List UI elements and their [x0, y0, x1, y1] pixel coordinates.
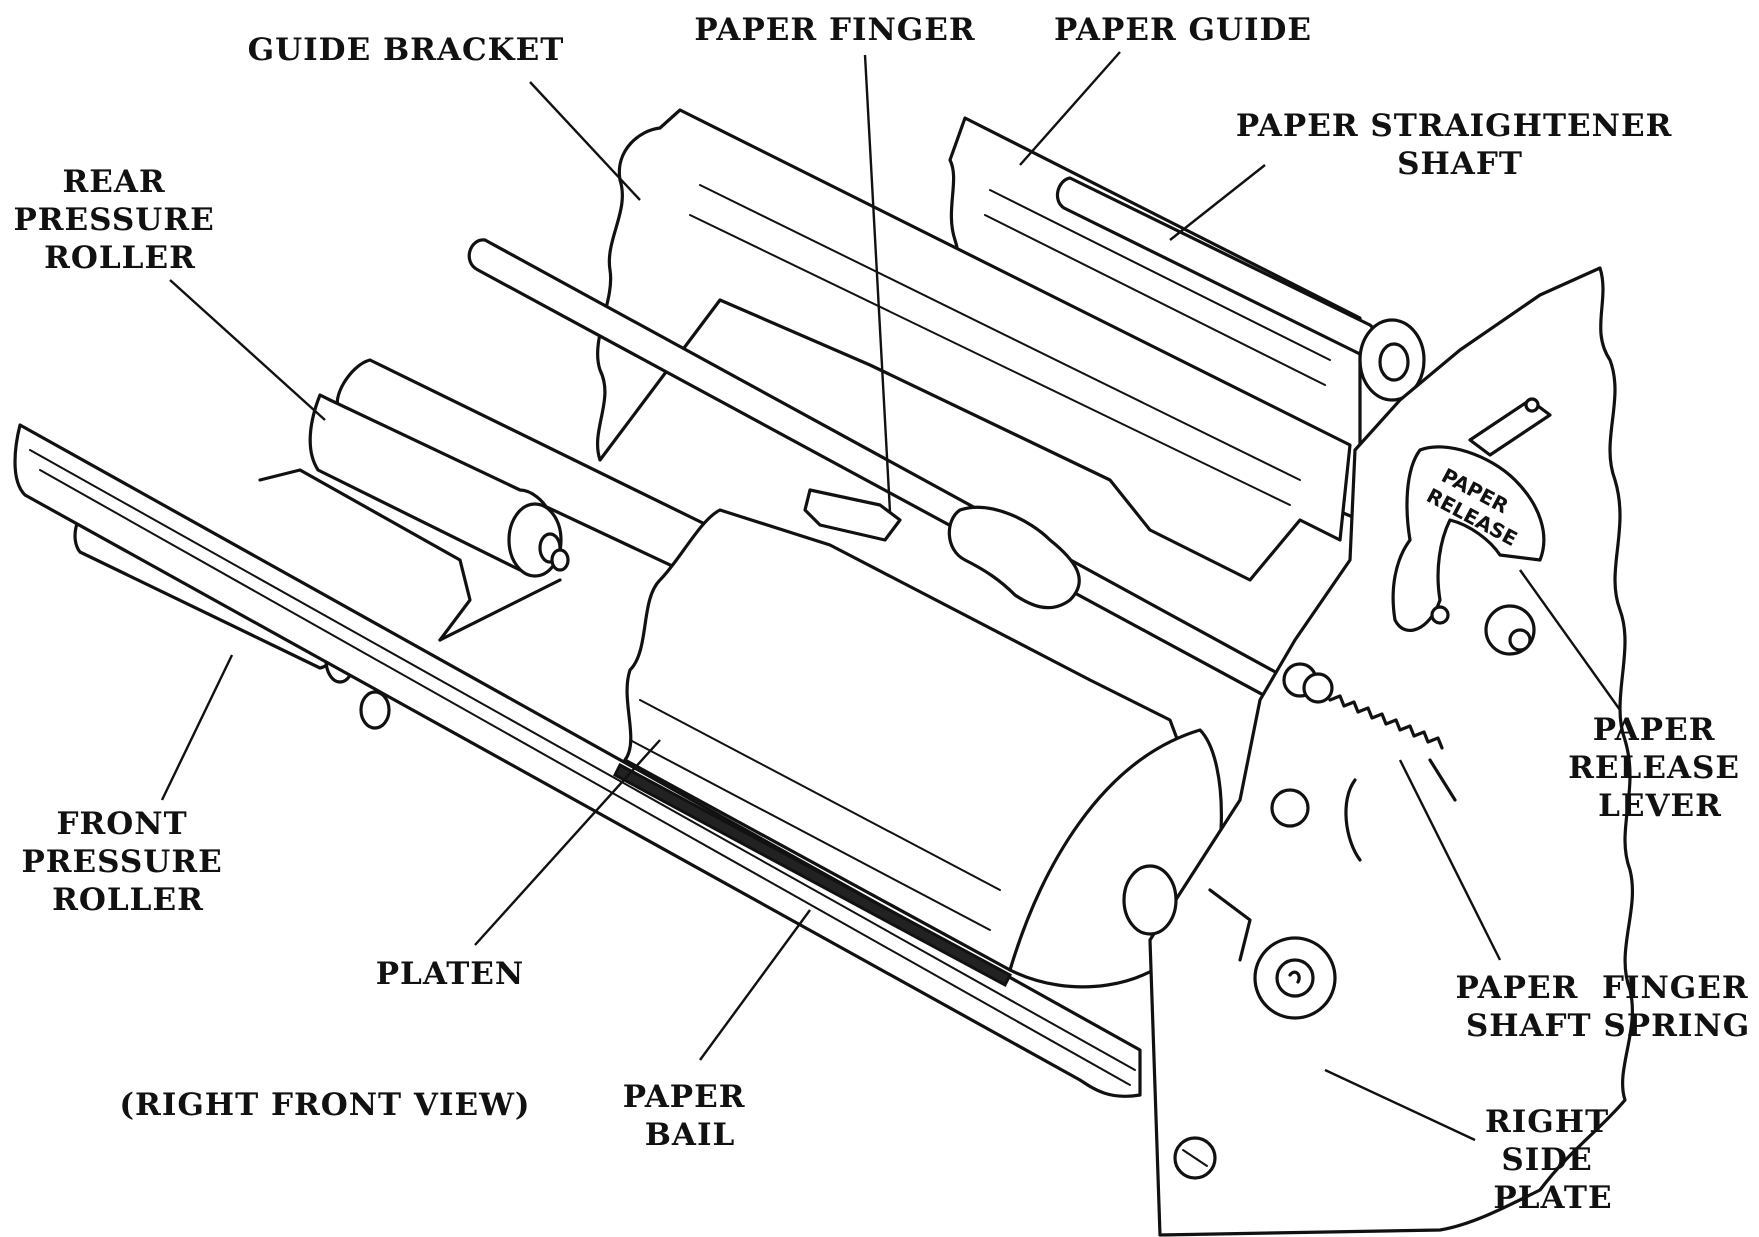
label-platen: PLATEN: [376, 956, 525, 992]
leader-paper-release-lever: [1519, 569, 1621, 711]
label-paper-finger: PAPER FINGER: [694, 12, 975, 48]
paper-finger-part: [803, 488, 1081, 610]
guide-bracket-part: [595, 108, 1352, 582]
leader-paper-bail: [699, 909, 811, 1061]
label-front-pressure-roller: FRONT PRESSURE ROLLER: [21, 806, 234, 918]
label-paper-release-lever: PAPER RELEASE LEVER: [1568, 712, 1752, 824]
leader-paper-straightener-shaft: [1169, 164, 1266, 241]
label-paper-straightener-shaft: PAPER STRAIGHTENER SHAFT: [1236, 108, 1684, 182]
leader-right-side-plate: [1324, 1068, 1476, 1142]
leader-paper-finger-shaft-spring: [1398, 759, 1502, 961]
paper-finger-shaft-spring-part: [1302, 672, 1457, 862]
leader-guide-bracket: [529, 81, 641, 201]
paper-release-lever-part: PAPER RELEASE: [1391, 397, 1552, 656]
callout-labels: GUIDE BRACKET PAPER FINGER PAPER GUIDE P…: [13, 12, 1759, 1216]
label-rear-pressure-roller: REAR PRESSURE ROLLER: [13, 164, 226, 276]
leader-front-pressure-roller: [160, 654, 234, 801]
paper-bail-part: [13, 423, 1142, 1098]
label-right-front-view: (RIGHT FRONT VIEW): [119, 1087, 530, 1123]
label-right-side-plate: RIGHT SIDE PLATE: [1485, 1104, 1621, 1216]
label-guide-bracket: GUIDE BRACKET: [248, 32, 565, 68]
leader-rear-pressure-roller: [169, 279, 326, 421]
leader-paper-finger: [863, 54, 892, 513]
label-paper-bail: PAPER BAIL: [623, 1079, 758, 1153]
leader-platen: [474, 739, 661, 946]
paper-straightener-shaft-part: [1055, 176, 1426, 402]
leader-lines: [160, 51, 1621, 1142]
assembly-illustration: PAPER RELEASE: [13, 108, 1635, 1237]
label-paper-guide: PAPER GUIDE: [1054, 12, 1312, 48]
leader-paper-guide: [1019, 51, 1121, 166]
label-paper-finger-shaft-spring: PAPER FINGER SHAFT SPRING: [1456, 970, 1759, 1044]
